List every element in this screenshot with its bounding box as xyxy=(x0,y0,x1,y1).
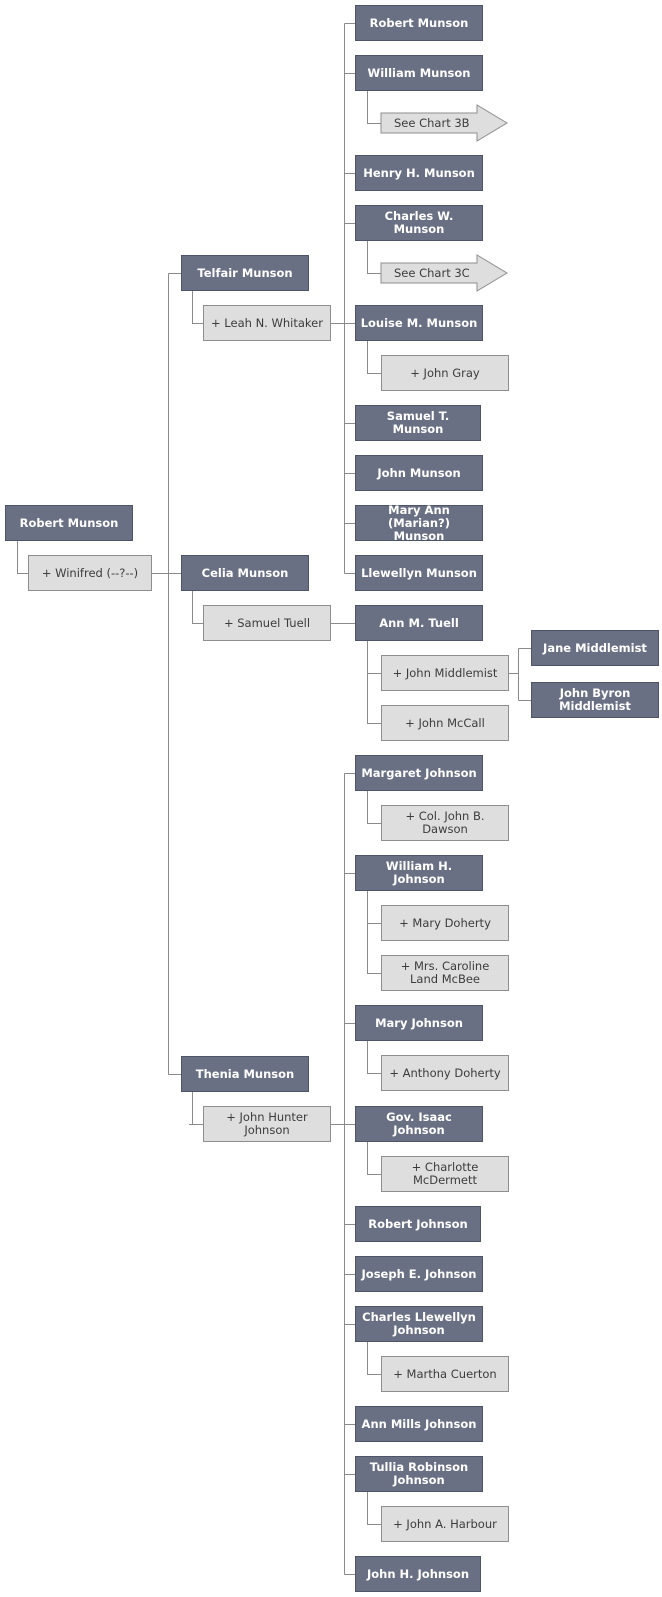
grandchild-mary-ann-munson[interactable]: Mary Ann (Marian?) Munson xyxy=(355,503,483,542)
grandchild-samuel-munson[interactable]: Samuel T. Munson xyxy=(355,405,481,441)
grandchild-mary-johnson[interactable]: Mary Johnson xyxy=(355,1005,483,1041)
see-chart-3b-arrow[interactable] xyxy=(380,104,510,142)
grandchild-charles-munson[interactable]: Charles W. Munson xyxy=(355,205,483,241)
root-person[interactable]: Robert Munson xyxy=(5,505,133,541)
grandchild-william-munson[interactable]: William Munson xyxy=(355,55,483,91)
root-spouse[interactable]: + Winifred (--?--) xyxy=(28,555,152,591)
spouse-john-dawson[interactable]: + Col. John B. Dawson xyxy=(381,805,509,841)
grandchild-isaac-johnson[interactable]: Gov. Isaac Johnson xyxy=(355,1106,483,1142)
child-telfair-munson[interactable]: Telfair Munson xyxy=(181,255,309,291)
see-chart-3c-label: See Chart 3C xyxy=(394,266,470,280)
spouse-john-middlemist[interactable]: + John Middlemist xyxy=(381,655,509,691)
spouse-john-hunter-johnson[interactable]: + John Hunter Johnson xyxy=(203,1106,331,1142)
spouse-anthony-doherty[interactable]: + Anthony Doherty xyxy=(381,1055,509,1091)
grandchild-margaret-johnson[interactable]: Margaret Johnson xyxy=(355,755,483,791)
child-thenia-munson[interactable]: Thenia Munson xyxy=(181,1056,309,1092)
spouse-samuel-tuell[interactable]: + Samuel Tuell xyxy=(203,605,331,641)
grandchild-robert-johnson[interactable]: Robert Johnson xyxy=(355,1206,481,1242)
spouse-martha-cuerton[interactable]: + Martha Cuerton xyxy=(381,1356,509,1392)
grandchild-charles-llewellyn-johnson[interactable]: Charles Llewellyn Johnson xyxy=(355,1306,483,1342)
great-grandchild-jane-middlemist[interactable]: Jane Middlemist xyxy=(531,630,659,666)
grandchild-ann-tuell[interactable]: Ann M. Tuell xyxy=(355,605,483,641)
spouse-caroline-mcbee[interactable]: + Mrs. Caroline Land McBee xyxy=(381,955,509,991)
grandchild-robert-munson[interactable]: Robert Munson xyxy=(355,5,483,41)
spouse-john-harbour[interactable]: + John A. Harbour xyxy=(381,1506,509,1542)
grandchild-william-johnson[interactable]: William H. Johnson xyxy=(355,855,483,891)
spouse-mary-doherty[interactable]: + Mary Doherty xyxy=(381,905,509,941)
grandchild-ann-mills-johnson[interactable]: Ann Mills Johnson xyxy=(355,1406,483,1442)
grandchild-john-h-johnson[interactable]: John H. Johnson xyxy=(355,1556,481,1592)
grandchild-joseph-johnson[interactable]: Joseph E. Johnson xyxy=(355,1256,483,1292)
grandchild-tullia-johnson[interactable]: Tullia Robinson Johnson xyxy=(355,1456,483,1492)
spouse-john-mccall[interactable]: + John McCall xyxy=(381,705,509,741)
grandchild-henry-munson[interactable]: Henry H. Munson xyxy=(355,155,483,191)
see-chart-3c-arrow[interactable] xyxy=(380,254,510,292)
child-celia-munson[interactable]: Celia Munson xyxy=(181,555,309,591)
see-chart-3b-label: See Chart 3B xyxy=(394,116,470,130)
great-grandchild-john-byron-middlemist[interactable]: John Byron Middlemist xyxy=(531,682,659,718)
grandchild-louise-munson[interactable]: Louise M. Munson xyxy=(355,305,483,341)
spouse-john-gray[interactable]: + John Gray xyxy=(381,355,509,391)
grandchild-john-munson[interactable]: John Munson xyxy=(355,455,483,491)
spouse-charlotte-mcdermett[interactable]: + Charlotte McDermett xyxy=(381,1156,509,1192)
grandchild-llewellyn-munson[interactable]: Llewellyn Munson xyxy=(355,555,483,591)
spouse-leah-whitaker[interactable]: + Leah N. Whitaker xyxy=(203,305,331,341)
